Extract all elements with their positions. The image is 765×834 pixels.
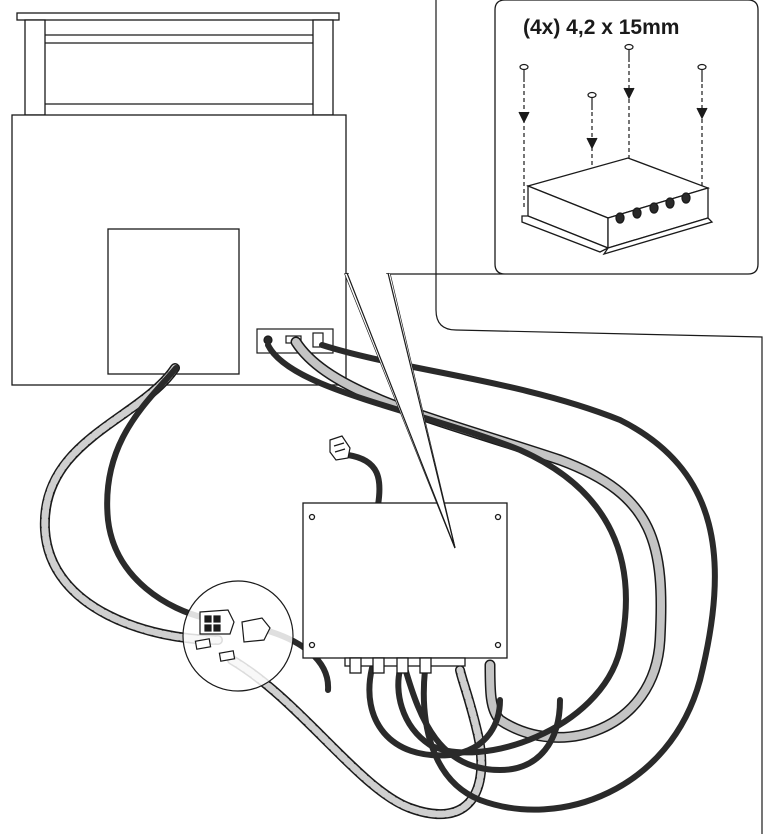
- mount-hole: [494, 641, 502, 649]
- plug-connector: [329, 435, 351, 461]
- plug-wire: [334, 448, 346, 453]
- screw-head: [519, 63, 529, 71]
- iso-box-flange: [521, 215, 610, 253]
- connector-block-right: [241, 617, 271, 643]
- iso-socket: [665, 197, 675, 209]
- screw-assembly: [518, 43, 708, 250]
- connector-pin: [213, 615, 221, 623]
- dark-cable-box-bottom-left: [366, 665, 503, 759]
- connector-pin: [213, 624, 221, 632]
- iso-socket: [649, 202, 659, 214]
- screw-head: [587, 91, 597, 99]
- arrow-head: [518, 111, 530, 124]
- callout-box: (4x) 4,2 x 15mm: [344, 0, 759, 549]
- dark-cable-rear-multipin: [319, 342, 718, 813]
- screw-icon: [696, 63, 708, 215]
- cables-dark: [104, 342, 718, 813]
- mount-hole: [308, 641, 316, 649]
- mount-hole: [494, 513, 502, 521]
- plug-wire: [333, 442, 345, 447]
- dashed-cable-left-fill: [41, 364, 222, 644]
- screw-spec-label: (4x) 4,2 x 15mm: [523, 16, 679, 39]
- detail-circle: [182, 580, 294, 692]
- port-multipin: [312, 332, 324, 348]
- control-box-body: [302, 502, 508, 659]
- loose-terminal: [194, 638, 212, 650]
- iso-box-flange-right: [602, 217, 714, 256]
- iso-socket: [615, 212, 625, 224]
- control-box: [302, 502, 508, 674]
- connector-pin: [204, 624, 212, 632]
- connector-pin: [204, 615, 212, 623]
- arrow-head: [623, 87, 635, 100]
- iso-control-box: [521, 157, 714, 256]
- screw-head: [697, 63, 707, 71]
- appliance-inner-panel: [107, 228, 240, 375]
- appliance-left-post: [24, 19, 46, 116]
- appliance-right-post: [312, 19, 334, 116]
- box-socket: [349, 657, 362, 674]
- appliance-unit: [11, 12, 347, 386]
- mount-hole: [308, 513, 316, 521]
- screw-icon: [623, 43, 635, 165]
- dark-cable-panel-to-connector: [104, 365, 208, 621]
- dark-cable-box-bottom-mid: [402, 665, 563, 774]
- arrow-head: [586, 137, 598, 150]
- dark-cable-plug-to-box: [345, 452, 383, 508]
- dashed-cable-bottom-fill: [228, 656, 485, 818]
- plug-body: [329, 435, 351, 461]
- callout-frame: [435, 0, 763, 834]
- screw-head: [624, 43, 634, 51]
- box-socket: [372, 657, 385, 674]
- loose-terminal: [218, 650, 236, 662]
- box-socket: [419, 657, 432, 674]
- screw-icon: [518, 63, 530, 210]
- box-socket: [396, 657, 409, 674]
- connector-detail-circle: [182, 580, 294, 692]
- arrow-head: [696, 107, 708, 120]
- iso-socket: [632, 207, 642, 219]
- appliance-top-cap: [16, 12, 340, 21]
- iso-socket: [681, 192, 691, 204]
- callout-pointer-edge: [346, 272, 456, 549]
